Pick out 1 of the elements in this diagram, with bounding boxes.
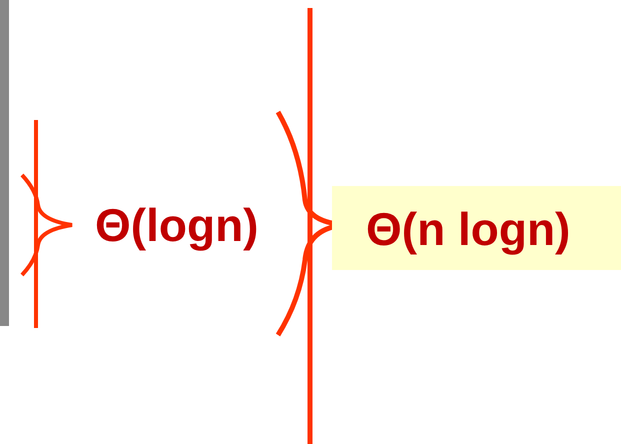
highlight-band	[332, 186, 621, 270]
